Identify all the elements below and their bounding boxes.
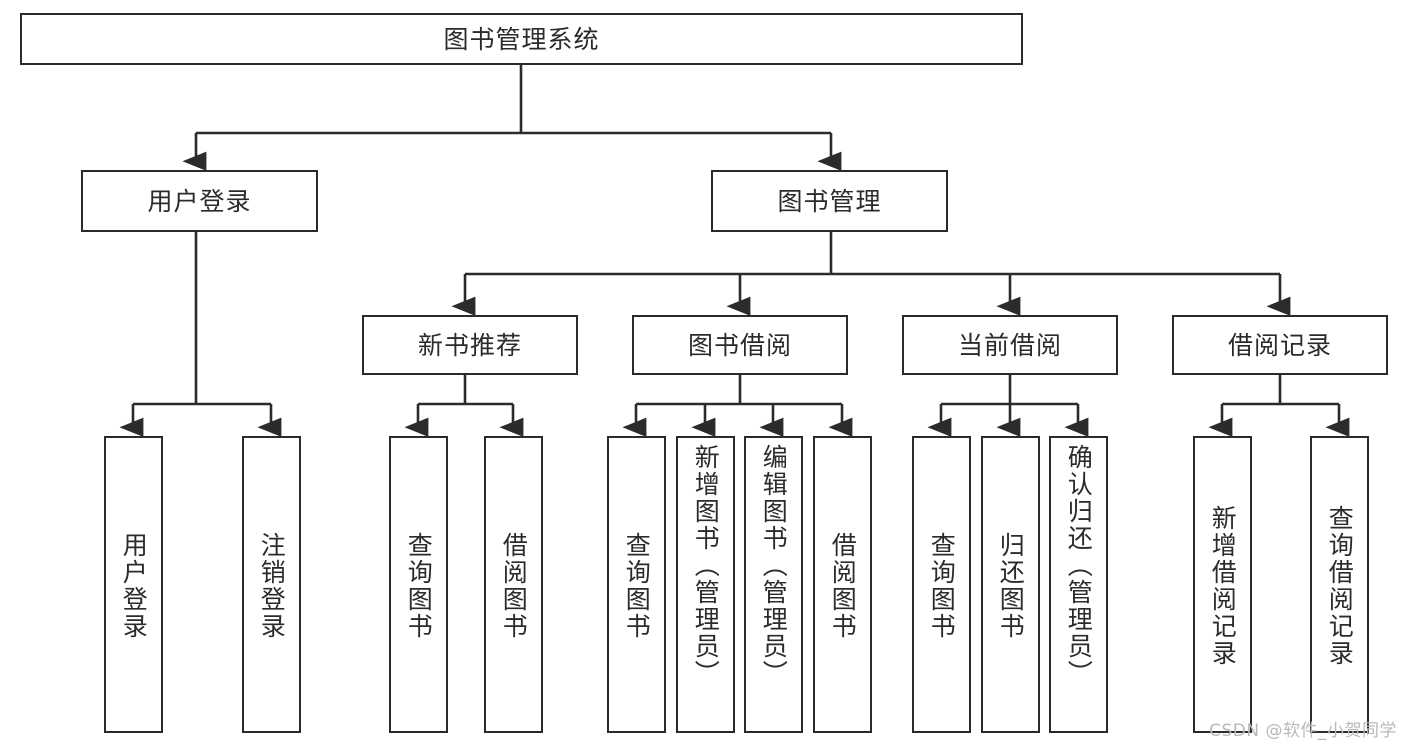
leaf-text-wrap: 查询图书 [914,438,969,731]
leaf-text-wrap: 借阅图书 [486,438,541,731]
node-label: 图书借阅 [687,330,792,360]
leaf-text-wrap: 用户登录 [106,438,161,731]
leaf-text-wrap: 归还图书 [983,438,1038,731]
node-current-borrow[interactable]: 当前借阅 [902,315,1118,375]
leaf-query-borrow-record[interactable]: 查询借阅记录 [1310,436,1369,733]
node-label: 图书管理 [777,186,882,216]
leaf-borrow-book[interactable]: 借阅图书 [813,436,872,733]
leaf-add-book-admin[interactable]: 新增图书（管理员） [676,436,735,733]
leaf-confirm-return-admin[interactable]: 确认归还（管理员） [1049,436,1108,733]
leaf-text-wrap: 借阅图书 [815,438,870,731]
node-label: 当前借阅 [957,330,1062,360]
leaf-text-wrap: 查询借阅记录 [1312,438,1367,731]
node-label: 查询图书 [404,531,434,640]
node-borrow-record[interactable]: 借阅记录 [1172,315,1388,375]
leaf-query-book-current[interactable]: 查询图书 [912,436,971,733]
leaf-text-wrap: 确认归还（管理员） [1051,438,1106,731]
node-label: 确认归还（管理员） [1064,444,1094,687]
leaf-text-wrap: 新增图书（管理员） [678,438,733,731]
node-label: 查询借阅记录 [1325,504,1355,667]
leaf-text-wrap: 新增借阅记录 [1195,438,1250,731]
node-label: 归还图书 [996,531,1026,640]
node-label: 新书推荐 [417,330,522,360]
leaf-borrow-book-newbook[interactable]: 借阅图书 [484,436,543,733]
leaf-user-login[interactable]: 用户登录 [104,436,163,733]
node-book-borrow[interactable]: 图书借阅 [632,315,848,375]
leaf-text-wrap: 查询图书 [609,438,664,731]
leaf-text-wrap: 编辑图书（管理员） [746,438,801,731]
node-new-book-recommend[interactable]: 新书推荐 [362,315,578,375]
node-label: 用户登录 [119,531,149,640]
node-label: 借阅记录 [1227,330,1332,360]
node-label: 借阅图书 [828,531,858,640]
leaf-text-wrap: 查询图书 [391,438,446,731]
node-label: 用户登录 [147,186,252,216]
node-label: 编辑图书（管理员） [759,444,789,687]
node-label: 查询图书 [622,531,652,640]
node-label: 注销登录 [257,531,287,640]
node-book-management[interactable]: 图书管理 [711,170,948,232]
node-user-login[interactable]: 用户登录 [81,170,318,232]
csdn-watermark: CSDN @软件_小贺同学 [1209,721,1397,741]
node-label: 新增图书（管理员） [691,444,721,687]
leaf-return-book[interactable]: 归还图书 [981,436,1040,733]
node-label: 新增借阅记录 [1208,504,1238,667]
leaf-query-book-borrow[interactable]: 查询图书 [607,436,666,733]
node-label: 查询图书 [927,531,957,640]
leaf-edit-book-admin[interactable]: 编辑图书（管理员） [744,436,803,733]
node-label: 借阅图书 [499,531,529,640]
node-book-management-system[interactable]: 图书管理系统 [20,13,1023,65]
node-label: 图书管理系统 [443,24,600,54]
leaf-add-borrow-record[interactable]: 新增借阅记录 [1193,436,1252,733]
leaf-query-book-newbook[interactable]: 查询图书 [389,436,448,733]
leaf-text-wrap: 注销登录 [244,438,299,731]
leaf-logout[interactable]: 注销登录 [242,436,301,733]
